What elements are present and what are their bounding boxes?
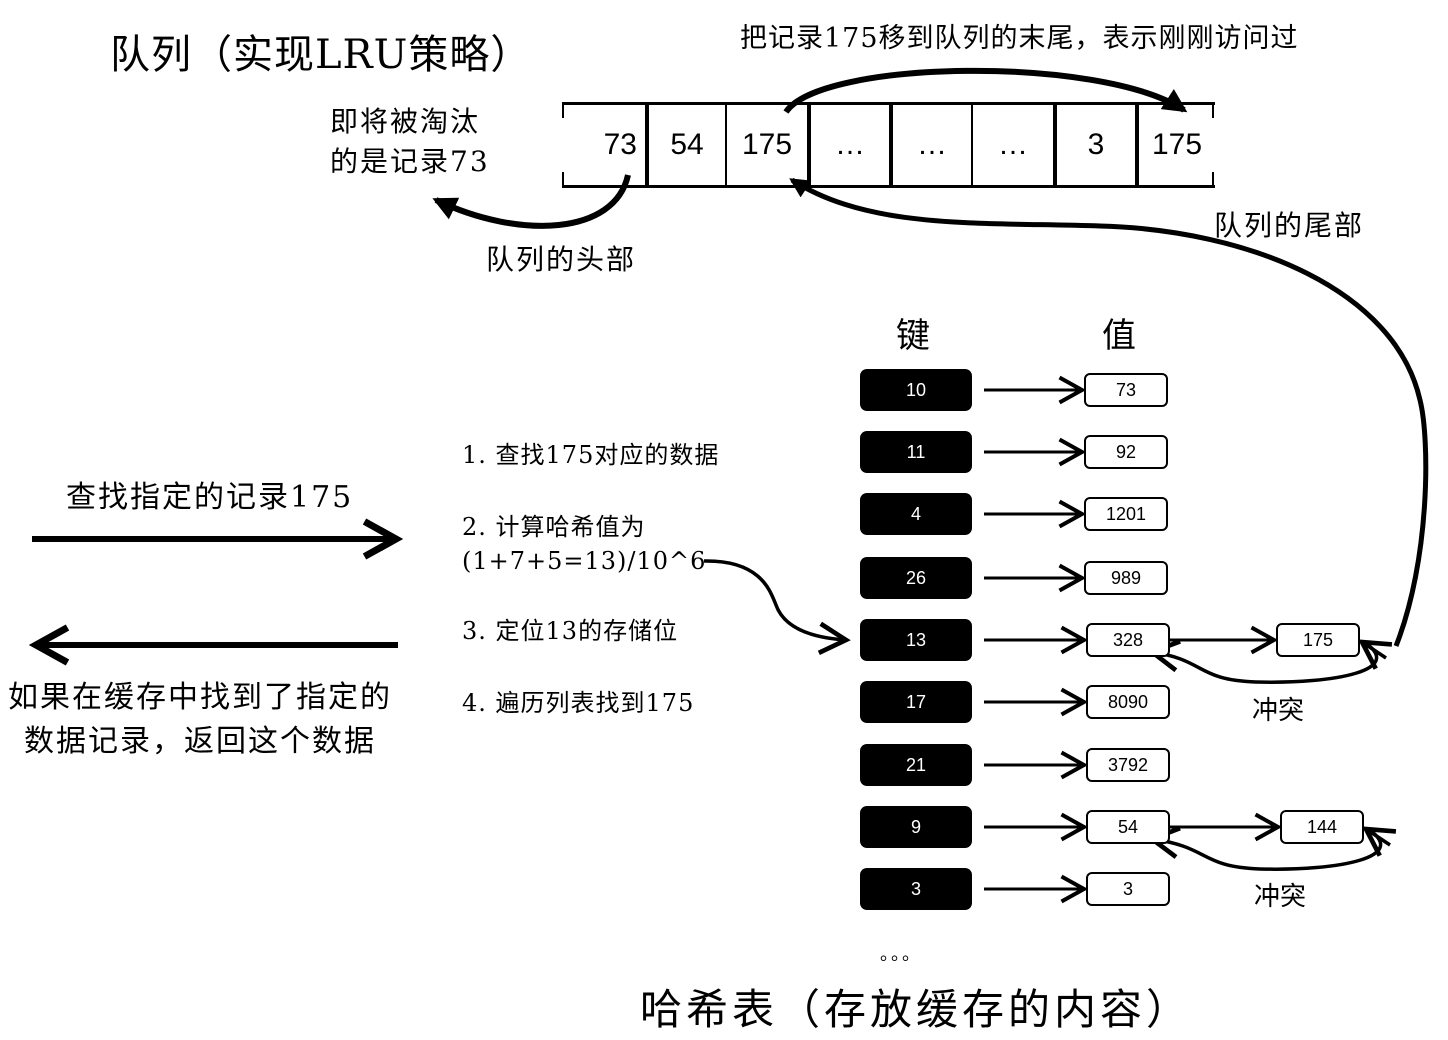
hash-to-queue-arrow [789, 177, 1429, 647]
step-2-line2: (1+7+5=13)/10^6 [462, 547, 707, 575]
evict-note-line1: 即将被淘汰 [330, 105, 481, 138]
hash-key: 3 [860, 868, 972, 910]
evict-note-line2: 的是记录73 [330, 145, 490, 178]
hash-key: 11 [860, 431, 972, 473]
hash-key: 17 [860, 681, 972, 723]
queue-cell: 175 [725, 102, 807, 188]
response-line2: 数据记录，返回这个数据 [24, 724, 376, 759]
hash-value: 3792 [1086, 748, 1170, 782]
queue-cell: … [807, 102, 889, 188]
conflict-label-2: 冲突 [1254, 882, 1307, 912]
queue-title: 队列（实现LRU策略） [110, 32, 532, 78]
hash-key: 9 [860, 806, 972, 848]
hash-value: 328 [1086, 623, 1170, 657]
step-2-line1: 2. 计算哈希值为 [462, 513, 646, 541]
key-header: 键 [896, 316, 931, 356]
chain-node: 175 [1276, 623, 1360, 657]
chain-node: 144 [1280, 810, 1364, 844]
hash-key: 13 [860, 619, 972, 661]
hash-value: 92 [1084, 435, 1168, 469]
queue-cell: … [889, 102, 971, 188]
lru-queue: 73 54 175 … … … 3 175 [563, 102, 1215, 188]
queue-cell-value: … [917, 128, 947, 161]
hash-key: 4 [860, 493, 972, 535]
hash-key: 26 [860, 557, 972, 599]
queue-cell-value: 54 [670, 128, 704, 161]
hash-value: 1201 [1084, 497, 1168, 531]
queue-cell-value: 3 [1087, 128, 1105, 161]
hash-value: 73 [1084, 373, 1168, 407]
request-label: 查找指定的记录175 [66, 480, 354, 515]
queue-cell-value: 73 [603, 128, 637, 161]
hashtable-title: 哈希表（存放缓存的内容） [640, 985, 1193, 1034]
queue-cell-value: 175 [1151, 128, 1203, 161]
conflict-head [1362, 826, 1397, 857]
queue-cell: 54 [645, 102, 725, 188]
step-1: 1. 查找175对应的数据 [462, 441, 720, 469]
queue-cell-value: 175 [741, 128, 793, 161]
conflict-head [1358, 639, 1393, 670]
step-4: 4. 遍历列表找到175 [462, 689, 695, 717]
queue-cell: 175 [1135, 102, 1215, 188]
queue-cell: 73 [563, 102, 645, 188]
move-to-tail-arrow [783, 67, 1188, 114]
queue-cell: 3 [1053, 102, 1135, 188]
hash-key: 21 [860, 744, 972, 786]
response-line1: 如果在缓存中找到了指定的 [8, 680, 392, 715]
queue-head-label: 队列的头部 [486, 243, 637, 276]
step-to-bucket-arrow [703, 559, 851, 655]
hash-value: 54 [1086, 810, 1170, 844]
step-3: 3. 定位13的存储位 [462, 617, 679, 645]
queue-cell-value: … [998, 128, 1028, 161]
ellipsis: 。。。 [880, 944, 922, 965]
queue-cell: … [971, 102, 1053, 188]
queue-tail-label: 队列的尾部 [1214, 209, 1365, 242]
hash-key: 10 [860, 369, 972, 411]
move-note: 把记录175移到队列的末尾，表示刚刚访问过 [740, 23, 1299, 54]
hash-value: 989 [1084, 561, 1168, 595]
hash-value: 8090 [1086, 685, 1170, 719]
hash-value: 3 [1086, 872, 1170, 906]
conflict-label-1: 冲突 [1252, 696, 1305, 726]
queue-cell-value: … [835, 128, 865, 161]
head-evict-arrow [432, 174, 631, 229]
value-header: 值 [1102, 316, 1137, 356]
